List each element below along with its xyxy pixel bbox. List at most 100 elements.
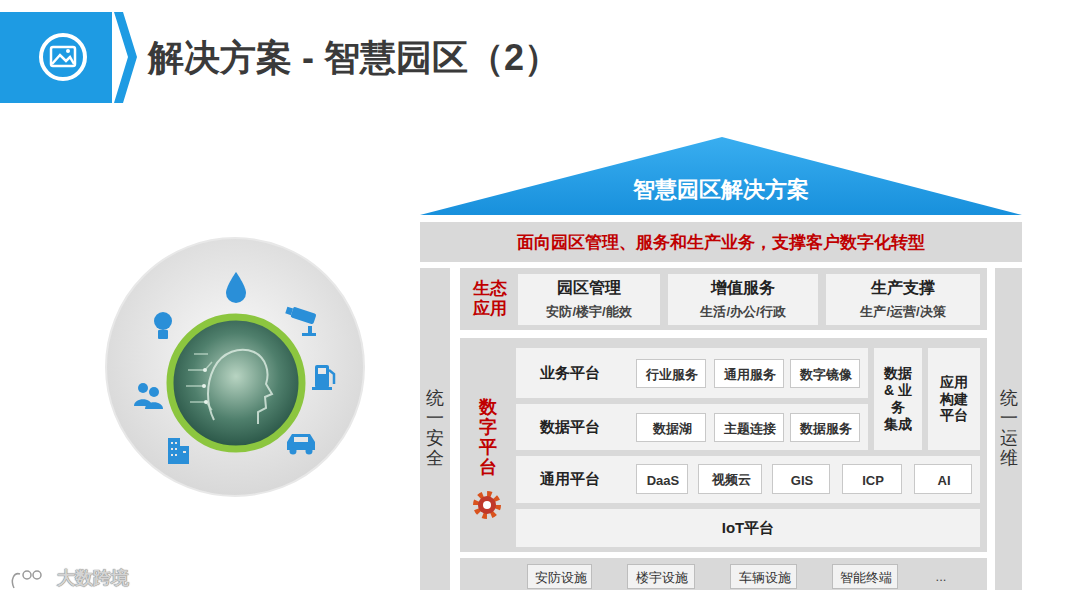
box-label: 园区管理 xyxy=(557,278,621,299)
header-badge xyxy=(0,12,137,103)
text-holder: IoT平台 xyxy=(516,509,980,547)
side-pillar: 统一运维 xyxy=(995,268,1022,590)
roof-outline xyxy=(420,137,1022,215)
service-chip: 数据服务 xyxy=(790,413,860,442)
text-holder: 园区管理安防/楼宇/能效 xyxy=(518,274,660,325)
platform-row: 通用平台 DaaS 视频云 GIS ICP AI xyxy=(516,456,980,503)
text-holder: GIS xyxy=(773,465,831,495)
layer-group: 生态 应用园区管理安防/楼宇/能效增值服务生活/办公/行政生产支撑生产/运营/决… xyxy=(460,268,987,330)
integration-box: 应用 构建 平台 xyxy=(928,348,980,450)
box-label: 视频云 xyxy=(712,471,751,489)
service-chip: DaaS xyxy=(636,464,688,494)
box-label: 数据 & 业务 集成 xyxy=(883,365,914,432)
text-holder: 通用服务 xyxy=(715,360,785,389)
text-holder: 生产支撑生产/运营/决策 xyxy=(826,274,980,325)
app-box: 增值服务生活/办公/行政 xyxy=(668,274,818,325)
text-holder: 面向园区管理、服务和生产业务，支撑客户数字化转型 xyxy=(420,222,1022,262)
box-label: ICP xyxy=(862,473,884,488)
text-holder: 统一运维 xyxy=(995,268,1022,590)
app-box: 生产支撑生产/运营/决策 xyxy=(826,274,980,325)
text-holder: 视频云 xyxy=(699,465,763,495)
box-label: 数字平台 xyxy=(479,398,497,477)
box-label: 通用平台 xyxy=(540,470,600,489)
device-box: 智能终端 xyxy=(832,564,898,589)
box-label: 数字镜像 xyxy=(800,366,852,384)
box-label: 通用服务 xyxy=(724,366,776,384)
box-label: IoT平台 xyxy=(722,519,775,538)
service-chip: 数据湖 xyxy=(636,413,706,442)
box-label: 楼宇设施 xyxy=(636,569,688,587)
device-box: 楼宇设施 xyxy=(627,564,695,589)
watermark-logo xyxy=(12,571,41,588)
text-holder: 安防设施 xyxy=(528,565,593,590)
service-chip: GIS xyxy=(772,464,830,494)
text-holder: 主题连接 xyxy=(715,414,785,443)
text-holder: 业务平台 xyxy=(520,348,620,398)
text-holder: 数字镜像 xyxy=(791,360,861,389)
service-chip: AI xyxy=(914,464,972,494)
box-label: 车辆设施 xyxy=(739,569,791,587)
roof-banner: 智慧园区解决方案 xyxy=(420,137,1022,215)
text-holder: 车辆设施 xyxy=(731,565,798,590)
box-label: GIS xyxy=(791,473,813,488)
platform-row: 业务平台 行业服务 通用服务 数字镜像 xyxy=(516,348,868,398)
platform-row: 数据平台 数据湖 主题连接 数据服务 xyxy=(516,404,868,450)
text-holder: ICP xyxy=(843,465,903,495)
platform-row: IoT平台 xyxy=(516,509,980,547)
mission-band: 面向园区管理、服务和生产业务，支撑客户数字化转型 xyxy=(420,222,1022,262)
platform-ground xyxy=(460,338,987,552)
box-label: 数据服务 xyxy=(800,420,852,438)
box-label: 增值服务 xyxy=(711,278,775,299)
watermark-holder: 大数跨境 xyxy=(48,566,138,590)
box-label: 智慧园区解决方案 xyxy=(633,175,809,205)
text-holder: AI xyxy=(915,465,973,495)
text-holder: 行业服务 xyxy=(637,360,707,389)
box-sublabel: 生产/运营/决策 xyxy=(860,303,945,321)
box-label: 智能终端 xyxy=(840,569,892,587)
box-label: AI xyxy=(938,473,951,488)
slide-title: 解决方案 - 智慧园区（2） xyxy=(148,34,560,83)
roof-shape xyxy=(420,137,1022,215)
box-sublabel: 生活/办公/行政 xyxy=(700,303,785,321)
box-sublabel: 安防/楼宇/能效 xyxy=(546,303,631,321)
box-label: 数据湖 xyxy=(653,420,692,438)
box-label: 主题连接 xyxy=(724,420,776,438)
text-holder: 智慧园区解决方案 xyxy=(420,165,1022,215)
text-holder: 增值服务生活/办公/行政 xyxy=(668,274,818,325)
text-holder: 智能终端 xyxy=(833,565,899,590)
service-chip: 主题连接 xyxy=(714,413,784,442)
service-chip: ICP xyxy=(842,464,902,494)
box-label: 生产支撑 xyxy=(871,278,935,299)
box-label: 统一安全 xyxy=(426,389,444,468)
box-label: DaaS xyxy=(647,473,680,488)
text-holder: 应用 构建 平台 xyxy=(928,348,980,450)
ellipsis-note: ... xyxy=(936,569,947,584)
text-holder: 数据 & 业务 集成 xyxy=(874,348,922,450)
integration-box: 数据 & 业务 集成 xyxy=(874,348,922,450)
box-label: 数据平台 xyxy=(540,418,600,437)
smart-city-illustration xyxy=(106,238,364,496)
watermark: 大数跨境 xyxy=(57,566,129,590)
side-pillar: 统一安全 xyxy=(420,268,450,590)
text-holder: 数据平台 xyxy=(520,404,620,450)
text-holder: 数字平台 xyxy=(470,378,506,498)
device-ground xyxy=(460,558,987,590)
box-label: 安防设施 xyxy=(535,569,587,587)
text-holder: 生态 应用 xyxy=(462,268,518,330)
app-box: 园区管理安防/楼宇/能效 xyxy=(518,274,660,325)
service-chip: 行业服务 xyxy=(636,359,706,388)
gear-icon xyxy=(476,494,498,516)
text-holder: 数据服务 xyxy=(791,414,861,443)
device-box: 安防设施 xyxy=(527,564,592,589)
service-chip: 视频云 xyxy=(698,464,762,494)
box-label: 业务平台 xyxy=(540,364,600,383)
box-label: 统一运维 xyxy=(1000,389,1018,468)
text-holder: DaaS xyxy=(637,465,689,495)
box-label: 行业服务 xyxy=(646,366,698,384)
box-label: 应用 构建 平台 xyxy=(939,374,970,424)
ellipsis-note-holder: ... xyxy=(926,566,956,586)
service-chip: 数字镜像 xyxy=(790,359,860,388)
ecosystem-ground xyxy=(460,268,987,330)
text-holder: 数据湖 xyxy=(637,414,707,443)
